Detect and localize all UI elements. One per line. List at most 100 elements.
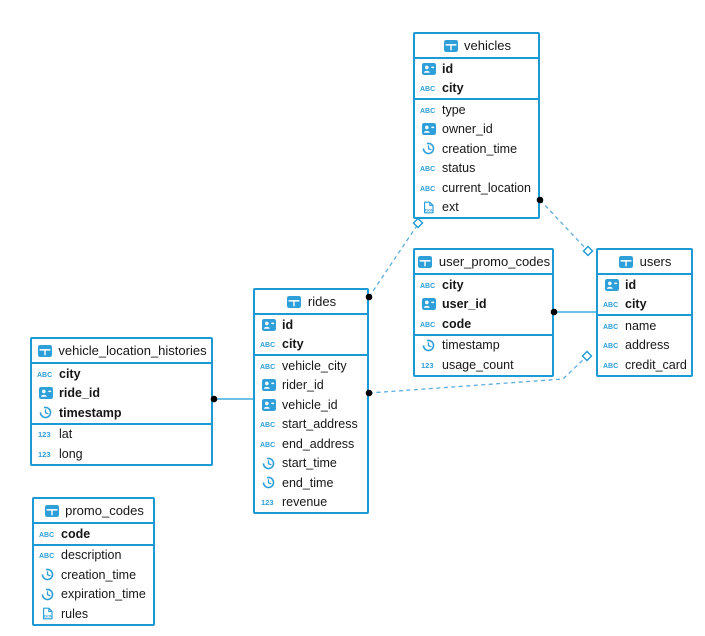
relation-diamond-endpoint xyxy=(412,217,424,229)
column-row-ride-id[interactable]: ride_id xyxy=(32,384,211,404)
column-row-start-address[interactable]: ABC start_address xyxy=(255,415,367,435)
column-row-creation-time[interactable]: creation_time xyxy=(34,565,153,585)
column-name: vehicle_city xyxy=(282,358,347,373)
column-name: address xyxy=(625,338,670,353)
column-row-end-time[interactable]: end_time xyxy=(255,473,367,493)
column-name: code xyxy=(61,526,91,541)
column-row-code[interactable]: ABC code xyxy=(415,314,552,334)
abc-icon: ABC xyxy=(260,439,277,449)
clock-icon xyxy=(37,406,54,419)
column-name: type xyxy=(442,102,466,117)
id-card-icon xyxy=(420,123,437,136)
column-row-id[interactable]: id xyxy=(598,275,691,295)
svg-text:ABC: ABC xyxy=(260,442,275,449)
id-card-icon xyxy=(260,379,277,392)
relation-rides-vehicles[interactable] xyxy=(368,223,419,298)
svg-text:ABC: ABC xyxy=(603,302,618,309)
table-header-vehicle-location-histories[interactable]: vehicle_location_histories xyxy=(32,339,211,364)
column-row-code[interactable]: ABC code xyxy=(34,524,153,544)
svg-text:ABC: ABC xyxy=(420,322,435,329)
svg-text:ABC: ABC xyxy=(37,372,52,379)
primary-key-divider xyxy=(255,354,367,356)
column-name: city xyxy=(59,366,81,381)
column-name: id xyxy=(282,317,294,332)
abc-icon: ABC xyxy=(260,361,277,371)
svg-text:ABC: ABC xyxy=(260,422,275,429)
column-row-id[interactable]: id xyxy=(255,315,367,335)
column-row-revenue[interactable]: 123 revenue xyxy=(255,493,367,513)
clock-icon xyxy=(260,457,277,470)
column-row-id[interactable]: id xyxy=(415,59,538,79)
table-icon xyxy=(417,255,434,268)
svg-text:ABC: ABC xyxy=(420,108,435,115)
svg-text:123: 123 xyxy=(38,430,51,439)
column-name: city xyxy=(442,81,464,96)
column-name: credit_card xyxy=(625,357,687,372)
svg-text:123: 123 xyxy=(38,450,51,459)
table-header-rides[interactable]: rides xyxy=(255,290,367,315)
table-header-vehicles[interactable]: vehicles xyxy=(415,34,538,59)
column-row-vehicle-city[interactable]: ABC vehicle_city xyxy=(255,356,367,376)
table-header-promo-codes[interactable]: promo_codes xyxy=(34,499,153,524)
svg-text:123: 123 xyxy=(421,361,434,370)
column-name: code xyxy=(442,316,472,331)
abc-icon: ABC xyxy=(37,369,54,379)
table-header-users[interactable]: users xyxy=(598,250,691,275)
column-row-timestamp[interactable]: timestamp xyxy=(415,336,552,356)
id-card-icon xyxy=(420,298,437,311)
column-name: status xyxy=(442,161,476,176)
column-row-city[interactable]: ABC city xyxy=(32,364,211,384)
column-row-timestamp[interactable]: timestamp xyxy=(32,403,211,423)
abc-icon: ABC xyxy=(603,299,620,309)
table-title: vehicle_location_histories xyxy=(58,343,207,358)
table-icon xyxy=(286,295,303,308)
svg-text:ABC: ABC xyxy=(420,283,435,290)
column-row-expiration-time[interactable]: expiration_time xyxy=(34,585,153,605)
column-name: revenue xyxy=(282,495,328,510)
column-name: start_address xyxy=(282,417,358,432)
column-row-type[interactable]: ABC type xyxy=(415,100,538,120)
svg-text:JSON: JSON xyxy=(43,615,53,619)
column-row-owner-id[interactable]: owner_id xyxy=(415,120,538,140)
relation-vehicles-users[interactable] xyxy=(539,199,589,252)
column-name: end_time xyxy=(282,475,334,490)
svg-text:123: 123 xyxy=(261,498,274,507)
column-row-start-time[interactable]: start_time xyxy=(255,454,367,474)
abc-icon: ABC xyxy=(260,339,277,349)
column-row-vehicle-id[interactable]: vehicle_id xyxy=(255,395,367,415)
column-row-rules[interactable]: JSON rules xyxy=(34,604,153,624)
column-row-status[interactable]: ABC status xyxy=(415,159,538,179)
id-card-icon xyxy=(37,387,54,400)
table-icon xyxy=(618,255,635,268)
column-name: rules xyxy=(61,606,89,621)
column-row-creation-time[interactable]: creation_time xyxy=(415,139,538,159)
column-row-user-id[interactable]: user_id xyxy=(415,295,552,315)
svg-text:ABC: ABC xyxy=(420,166,435,173)
column-row-rider-id[interactable]: rider_id xyxy=(255,376,367,396)
column-row-address[interactable]: ABC address xyxy=(598,336,691,356)
svg-text:ABC: ABC xyxy=(603,343,618,350)
table-header-user-promo-codes[interactable]: user_promo_codes xyxy=(415,250,552,275)
abc-icon: ABC xyxy=(420,319,437,329)
abc-icon: ABC xyxy=(39,529,56,539)
table-title: promo_codes xyxy=(65,503,144,518)
